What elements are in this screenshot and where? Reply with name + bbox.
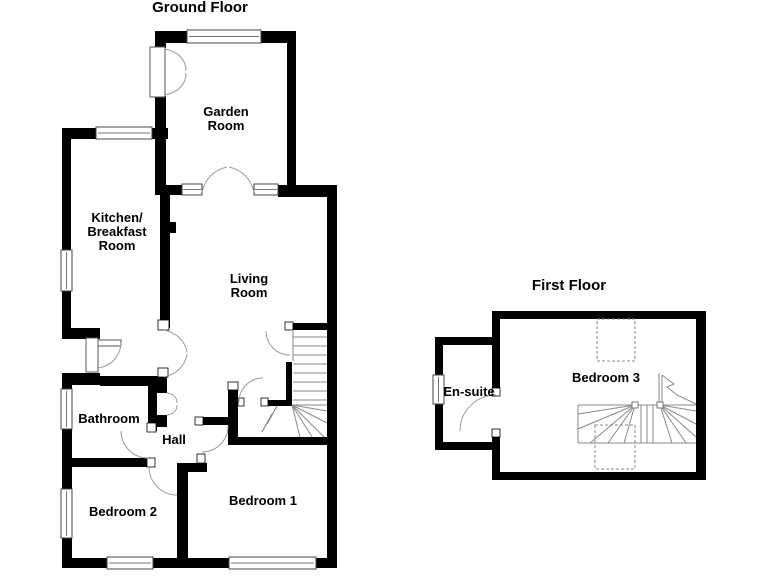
door-jambs-ground (146, 319, 294, 468)
window-sidelight-right (253, 183, 279, 196)
window-bedroom1-bottom (228, 556, 317, 570)
window-bathroom-left (60, 388, 73, 430)
cupboard-door-leaf (166, 392, 178, 404)
window-sidelight-left (181, 183, 203, 196)
french-door-leaf (201, 166, 228, 193)
stairs-door-arc (265, 330, 291, 356)
walls-first (435, 311, 706, 480)
stair-posts (631, 401, 664, 409)
garden-door-leaf (164, 72, 187, 96)
bathroom-door-arc (120, 430, 149, 459)
room-label-ensuite: En-suite (443, 384, 495, 399)
window-bedroom2-bottom (106, 556, 154, 570)
room-label-bedroom2: Bedroom 2 (89, 504, 157, 519)
first-floor-title: First Floor (531, 277, 607, 294)
garden-door-leaf (164, 48, 187, 72)
windows-ground (60, 29, 317, 570)
door-arcs-first (459, 394, 497, 432)
headroom-dashed (594, 318, 636, 470)
living-door-arc (238, 377, 264, 403)
stairs-ground (261, 331, 328, 438)
front-door-leaf (97, 339, 122, 347)
window-bedroom2-left (60, 488, 73, 539)
kitchen-door-leaf (163, 329, 188, 353)
room-label-living-room: Living Room (229, 271, 269, 300)
cupboard-door-leaf (166, 404, 178, 416)
ensuite-door-arc (459, 394, 497, 432)
ground-floor-plan (60, 29, 337, 570)
bedroom1-door-arc (201, 425, 229, 453)
front-door-frame (85, 337, 99, 373)
door-arcs-ground (97, 48, 291, 496)
stairs-up-mark (658, 373, 697, 405)
window-kitchen-left (60, 249, 73, 292)
window-kitchen-top (95, 126, 153, 140)
room-label-bathroom: Bathroom (78, 411, 140, 426)
window-garden-top (186, 29, 262, 44)
bedroom2-door-arc (148, 466, 178, 496)
kitchen-door-leaf (163, 353, 188, 378)
room-label-garden-room: Garden Room (203, 104, 249, 133)
room-label-bedroom3: Bedroom 3 (572, 370, 640, 385)
french-door-leaf (228, 166, 255, 193)
front-door-arc (97, 342, 122, 369)
room-label-bedroom1: Bedroom 1 (229, 493, 297, 508)
ground-floor-title: Ground Floor (152, 0, 248, 16)
garden-side-door-frame (149, 46, 166, 98)
stairs-break-line (261, 405, 278, 433)
window-ensuite-left (432, 374, 445, 405)
room-label-kitchen: Kitchen/ Breakfast Room (87, 210, 147, 253)
door-frames-ground (85, 46, 166, 373)
first-floor-plan (432, 311, 706, 480)
door-jambs-first (491, 387, 501, 438)
room-label-hall: Hall (162, 432, 186, 447)
